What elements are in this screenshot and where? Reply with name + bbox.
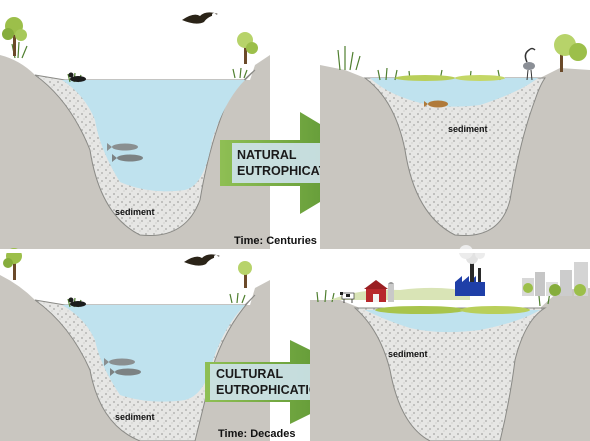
eagle-icon: [182, 12, 218, 23]
tree-icon: [554, 34, 587, 72]
tree-icon: [2, 17, 258, 64]
town-icon: [522, 262, 588, 296]
tree-icon: [3, 248, 252, 288]
algae-mat: [395, 75, 455, 81]
lake-before-top: sediment: [0, 12, 270, 250]
lake-after-top: sediment: [320, 34, 590, 250]
heron-icon: [523, 49, 535, 81]
sediment-label: sediment: [388, 349, 428, 359]
bank-plants-left: [12, 42, 247, 82]
panel-divider: [0, 249, 590, 253]
eagle-icon: [184, 254, 220, 265]
lake-before-bottom: sediment: [0, 248, 270, 441]
natural-panel: sediment NATURAL EUTROPHICATION: [0, 12, 590, 250]
barn-icon: [364, 280, 394, 302]
arrow-label-line1: NATURAL: [237, 148, 297, 162]
time-label: Time: Decades: [218, 428, 295, 440]
time-label: Time: Centuries: [234, 235, 317, 247]
farm-scene: [330, 280, 470, 303]
sediment-label: sediment: [115, 412, 155, 422]
arrow-label-line1: CULTURAL: [216, 367, 283, 381]
cultural-panel: sediment CULTURAL EUTROPHICATION: [0, 245, 590, 441]
marsh-plants: [338, 46, 500, 80]
sediment-label: sediment: [115, 207, 155, 217]
lake-after-bottom: sediment: [310, 245, 590, 441]
sediment-label: sediment: [448, 124, 488, 134]
